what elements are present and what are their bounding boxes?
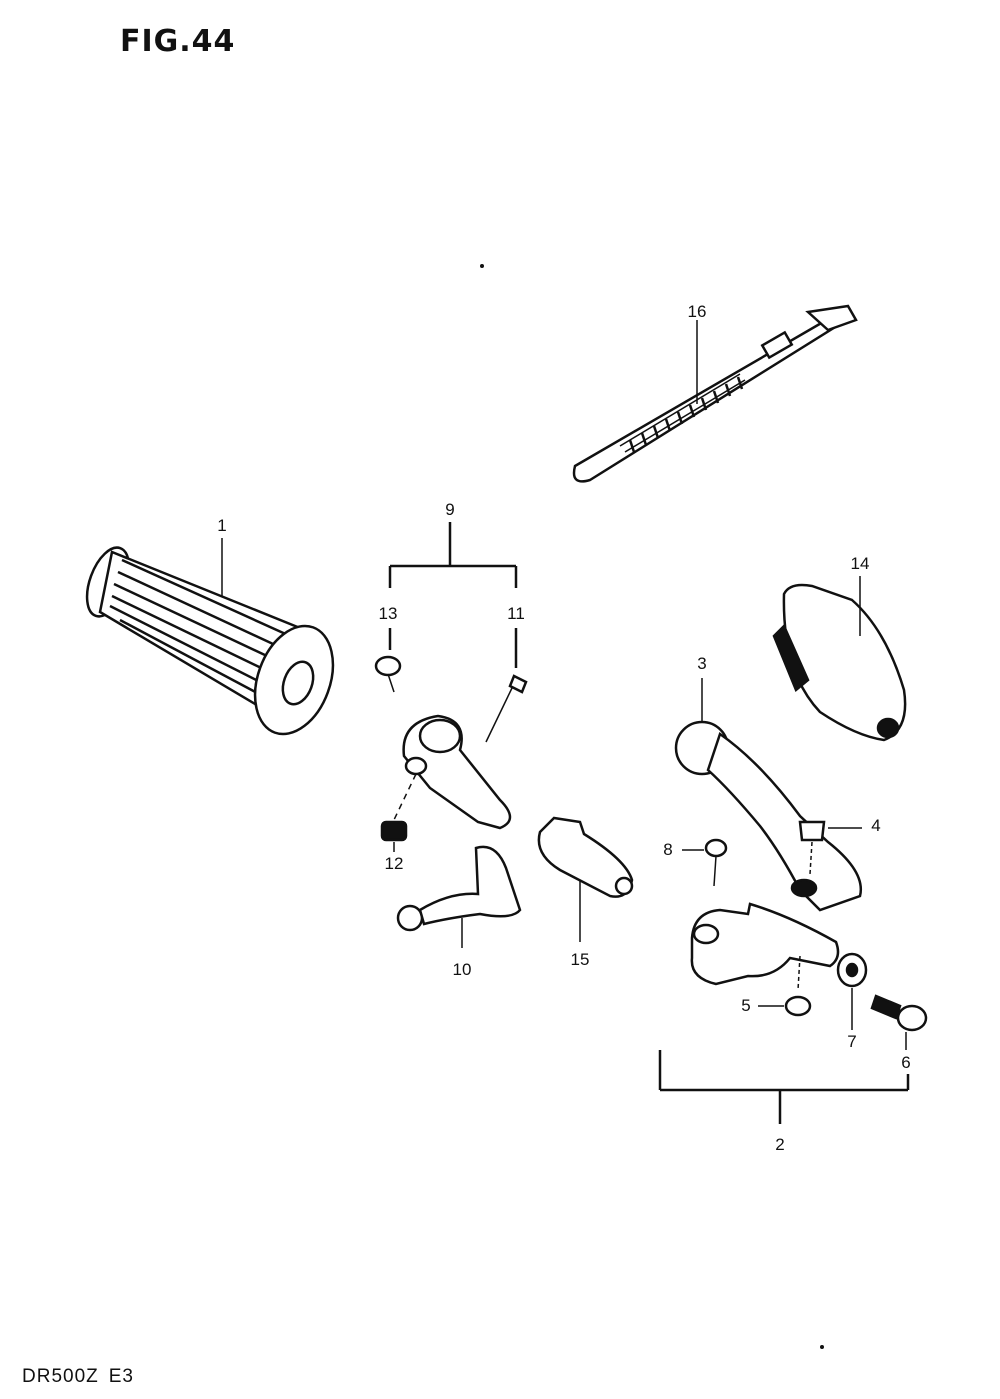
callout-4: 4 [871, 816, 881, 835]
part-8-screw[interactable] [682, 838, 728, 887]
speck [820, 1345, 824, 1349]
callout-3: 3 [697, 654, 707, 673]
callout-1: 1 [217, 516, 227, 535]
callout-15: 15 [570, 950, 590, 969]
part-10-lever[interactable] [396, 845, 522, 948]
part-7-lock-nut[interactable] [836, 952, 868, 1030]
callout-9: 9 [445, 500, 455, 519]
speck [480, 264, 484, 268]
callout-2-bracket [658, 1050, 910, 1124]
part-lever-holder-right[interactable] [690, 902, 840, 991]
callout-9-bracket [388, 522, 518, 668]
part-1-handlebar-grip[interactable] [79, 538, 347, 745]
part-11-screw[interactable] [485, 674, 528, 743]
part-4-pivot-bolt[interactable] [798, 820, 862, 875]
part-lever-holder-left[interactable] [391, 714, 512, 830]
callout-2: 2 [775, 1135, 785, 1154]
model-region: E3 [108, 1366, 134, 1387]
callout-8: 8 [663, 840, 673, 859]
callout-11: 11 [507, 604, 525, 623]
part-12-nut[interactable] [380, 820, 408, 842]
part-16-cable-tie[interactable] [572, 304, 858, 483]
callout-7: 7 [847, 1032, 857, 1051]
model-name: DR500Z [22, 1366, 99, 1387]
callout-5: 5 [741, 996, 751, 1015]
figure-title: FIG.44 [120, 24, 236, 59]
model-code: DR500Z E3 [22, 1366, 144, 1388]
callout-13: 13 [378, 604, 398, 623]
part-15-cover[interactable] [537, 816, 634, 942]
part-3-clutch-lever[interactable] [674, 678, 863, 912]
part-6-adjuster-bolt[interactable] [870, 994, 928, 1050]
callout-12: 12 [384, 854, 404, 873]
callout-10: 10 [452, 960, 472, 979]
callout-16: 16 [687, 302, 707, 321]
part-5-nut[interactable] [758, 995, 812, 1017]
callout-14: 14 [850, 554, 870, 573]
part-14-cover[interactable] [772, 576, 907, 742]
part-13-screw[interactable] [374, 655, 402, 693]
callout-6: 6 [901, 1053, 911, 1072]
